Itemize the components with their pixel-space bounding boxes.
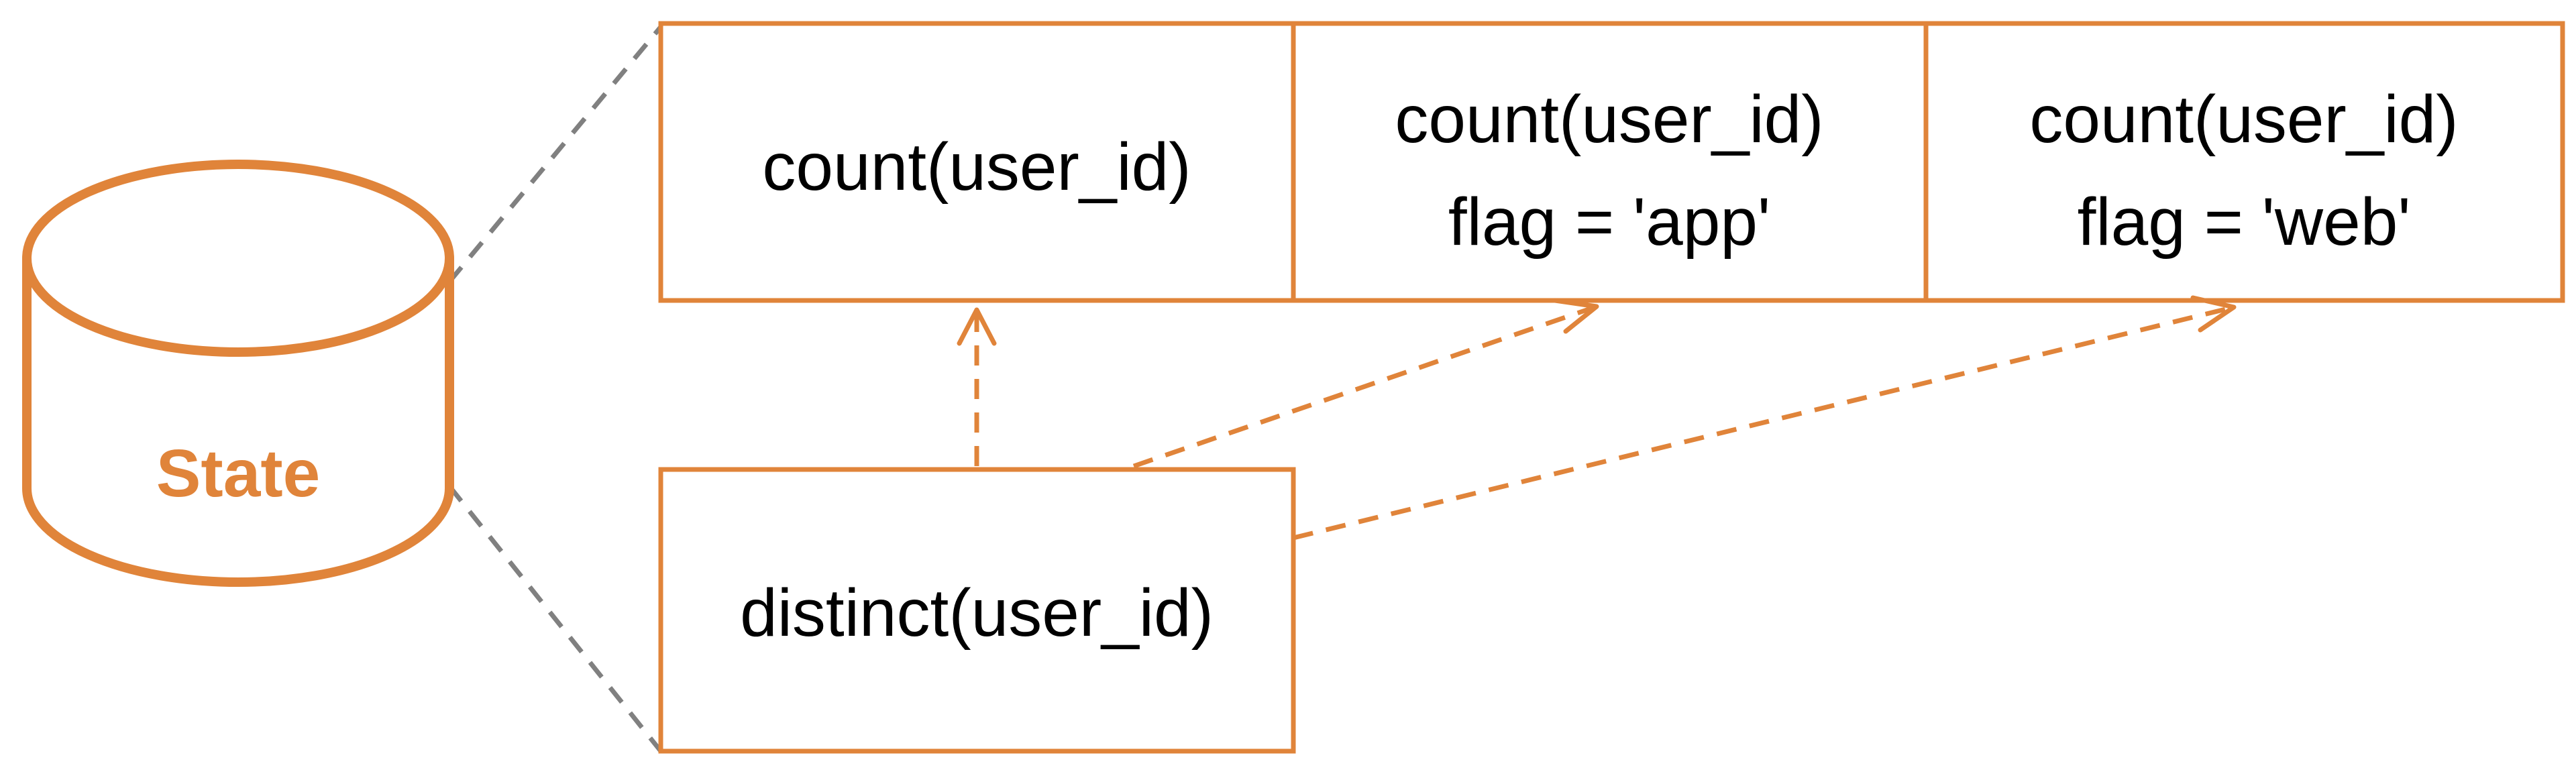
arrow-to-count-app	[1132, 298, 1599, 469]
connector-line-top	[447, 25, 663, 284]
arrow-to-count-web	[1293, 295, 2237, 541]
distinct-box	[658, 467, 1296, 754]
table-cell-count-user-id-web	[1923, 21, 2565, 303]
cell-label-count-user-id-app-line2: flag = 'app'	[1448, 184, 1770, 260]
table-cell-count-user-id	[658, 21, 1296, 303]
connector-line-bottom	[447, 484, 663, 753]
cell-label-count-user-id-web-line2: flag = 'web'	[2078, 184, 2411, 260]
database-cylinder-icon	[22, 160, 454, 587]
table-cell-count-user-id-app	[1291, 21, 1929, 303]
arrow-to-count	[957, 307, 997, 466]
cell-label-count-user-id: count(user_id)	[762, 129, 1191, 205]
state-label: State	[156, 436, 321, 511]
distinct-label: distinct(user_id)	[740, 575, 1214, 651]
cell-label-count-user-id-web-line1: count(user_id)	[2029, 82, 2458, 157]
aggregate-state-table: count(user_id) count(user_id) flag = 'ap…	[658, 21, 2565, 303]
cell-label-count-user-id-app-line1: count(user_id)	[1395, 82, 1823, 157]
